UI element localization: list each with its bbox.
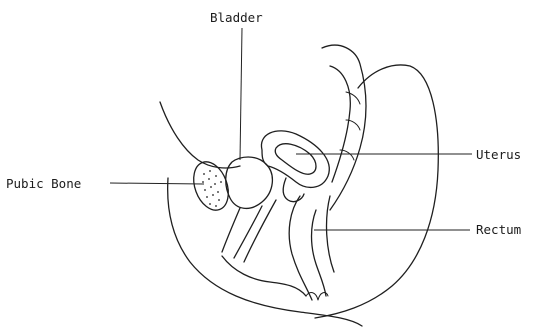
rectum-inner xyxy=(312,210,327,296)
cervix xyxy=(283,178,304,202)
uterus-inner xyxy=(275,144,316,175)
uterus-outer xyxy=(261,131,329,188)
rectum-outer xyxy=(289,196,312,300)
uterus-label: Uterus xyxy=(476,148,521,162)
back-contour xyxy=(315,65,438,318)
pubic-bone-stipple xyxy=(202,170,222,207)
bladder-shape xyxy=(226,157,273,208)
abdominal-wall xyxy=(160,102,240,168)
bladder-label: Bladder xyxy=(210,11,263,25)
sacrum-segment-1 xyxy=(346,92,360,104)
sacrum-inner xyxy=(330,66,350,182)
perineum xyxy=(222,256,306,296)
rectum-back xyxy=(327,196,334,272)
rectum-label: Rectum xyxy=(476,223,521,237)
urethra xyxy=(222,208,240,252)
bladder-leader xyxy=(240,28,242,160)
pubic-bone-label: Pubic Bone xyxy=(6,177,81,191)
pubic-bone-leader xyxy=(110,183,204,184)
